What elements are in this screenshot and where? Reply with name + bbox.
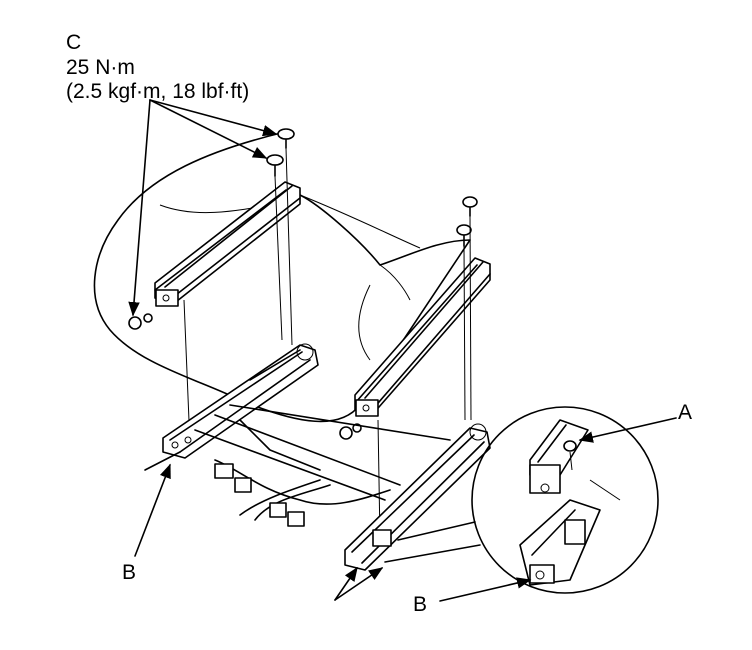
bolt-right-1 [462,196,478,217]
callout-b-letter-left: B [122,561,137,584]
upper-rail-right [354,257,491,417]
bolt-c-1 [277,128,295,149]
callout-c-torque: 25 N·m [66,56,135,79]
callout-c-letter: C [66,31,82,54]
detail-magnifier [384,406,659,594]
leader-arrows [128,99,677,602]
bolt-c-3 [128,313,153,330]
bolt-right-2 [456,224,472,247]
wire-harness [214,459,391,527]
cross-members [194,349,451,501]
lower-rail-left [162,343,319,459]
bolt-mid [339,423,362,440]
lower-rail-right [344,423,491,571]
bolt-c-2 [266,154,284,177]
upper-rail-left [154,181,301,307]
callout-a-letter: A [678,401,693,424]
callout-b-letter-right: B [413,593,428,616]
callout-c-conversion: (2.5 kgf·m, 18 lbf·ft) [66,80,250,103]
